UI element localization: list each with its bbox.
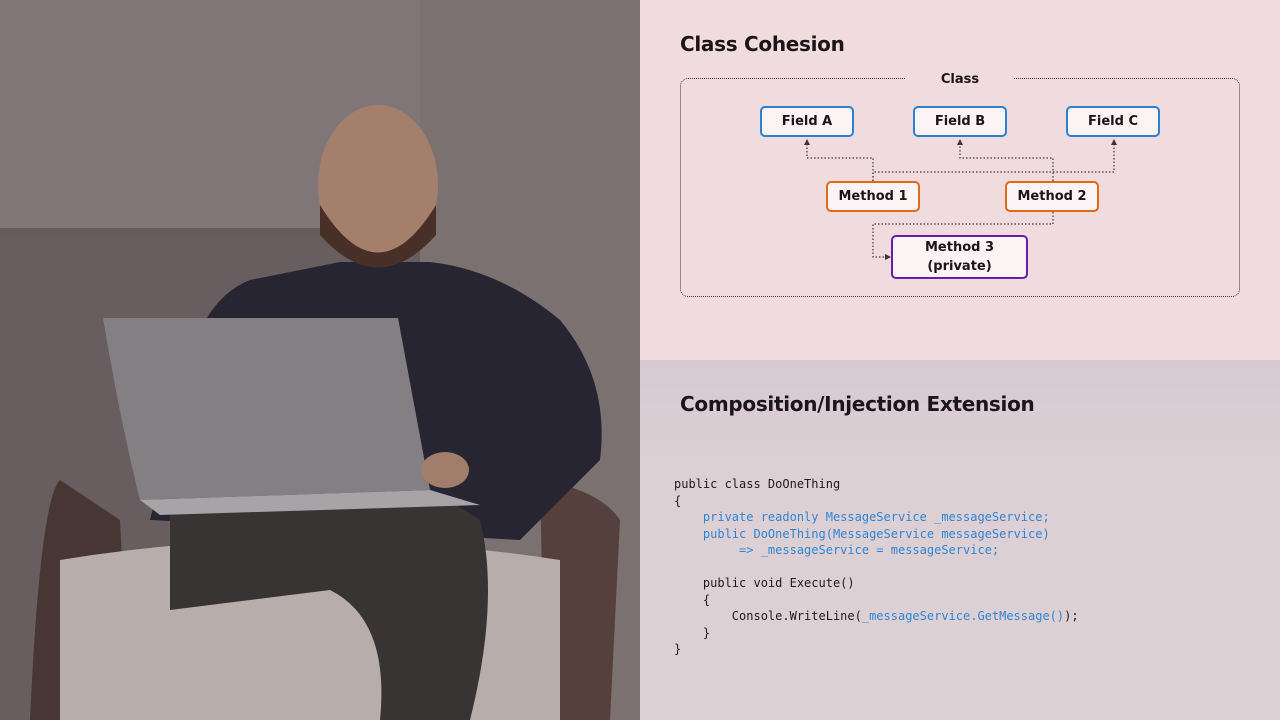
method-3-label: Method 3	[924, 240, 995, 255]
arrow-method2-fieldb	[957, 139, 1054, 181]
method-3-private-box: Method 3 (private)	[891, 235, 1028, 279]
field-c-label: Field C	[1088, 114, 1138, 129]
code-token: {	[674, 493, 682, 508]
method-1-box: Method 1	[826, 181, 920, 212]
code-line: => _messageService = messageService;	[674, 542, 1079, 559]
code-line: Console.WriteLine(_messageService.GetMes…	[674, 608, 1079, 625]
code-token: {	[702, 592, 711, 607]
code-token: _messageService.GetMessage()	[861, 609, 1065, 623]
code-line: {	[674, 592, 1079, 609]
code-token: => _messageService = messageService;	[739, 543, 1000, 557]
method-1-label: Method 1	[838, 189, 908, 204]
field-b-box: Field B	[913, 106, 1007, 137]
field-c-box: Field C	[1066, 106, 1160, 137]
class-frame-label: Class	[906, 71, 1014, 89]
method-3-visibility: (private)	[927, 259, 992, 274]
code-token: public void Execute()	[702, 576, 855, 590]
code-line: public void Execute()	[674, 575, 1079, 592]
field-a-label: Field A	[781, 114, 833, 129]
code-line: }	[674, 641, 1079, 658]
class-cohesion-panel: Class Cohesion Class Field A Field B Fie…	[640, 0, 1280, 360]
field-a-box: Field A	[760, 106, 854, 137]
presenter-photo	[0, 0, 640, 720]
code-block: public class DoOneThing { private readonl…	[674, 476, 1079, 658]
hand	[421, 452, 469, 488]
code-line: }	[674, 625, 1079, 642]
code-line	[674, 559, 1079, 576]
presenter-illustration	[0, 0, 640, 720]
code-token: }	[702, 625, 711, 640]
code-line: private readonly MessageService _message…	[674, 509, 1079, 526]
dependency-connectors	[804, 139, 1117, 260]
composition-panel: Composition/Injection Extension public c…	[640, 360, 1280, 720]
code-token: public class DoOneThing	[674, 477, 841, 491]
code-token: );	[1064, 609, 1079, 623]
trousers	[170, 464, 488, 720]
code-line: {	[674, 493, 1079, 510]
code-token: Console.WriteLine(	[731, 609, 862, 623]
code-token: private readonly MessageService _message…	[702, 510, 1050, 524]
arrow-method1-fieldc	[872, 139, 1117, 181]
code-line: public DoOneThing(MessageService message…	[674, 526, 1079, 543]
code-token: }	[674, 642, 682, 656]
arrow-method1-fielda	[804, 139, 874, 181]
code-line: public class DoOneThing	[674, 476, 1079, 493]
class-cohesion-title: Class Cohesion	[680, 32, 845, 56]
head	[318, 105, 438, 265]
code-token: public DoOneThing(MessageService message…	[702, 526, 1050, 541]
composition-title: Composition/Injection Extension	[680, 392, 1035, 416]
arrow-method2-method3	[872, 212, 1054, 260]
method-2-label: Method 2	[1017, 189, 1087, 204]
laptop	[103, 318, 430, 500]
field-b-label: Field B	[934, 114, 986, 129]
method-2-box: Method 2	[1005, 181, 1099, 212]
